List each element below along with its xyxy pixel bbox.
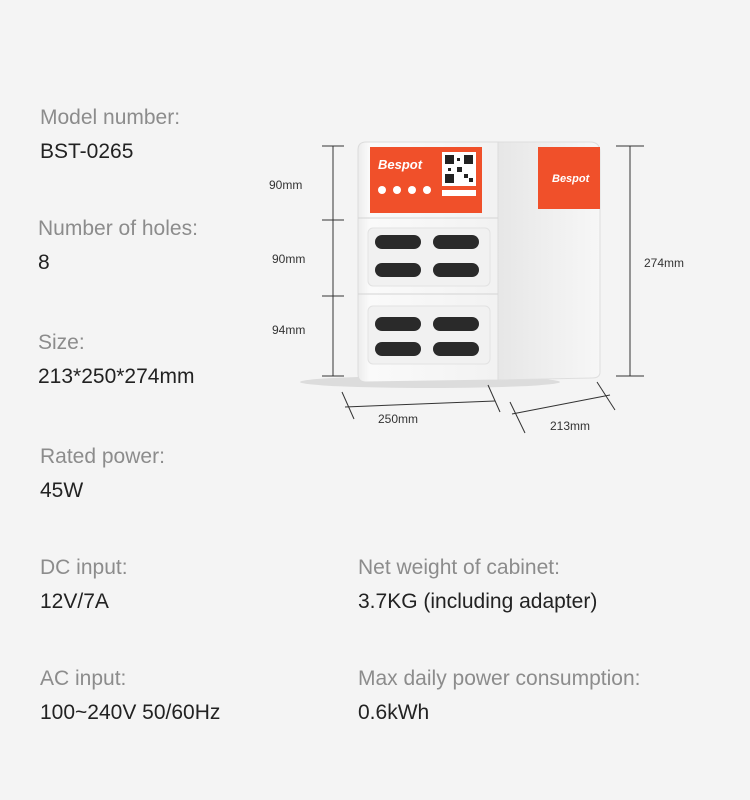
spec-consumption: Max daily power consumption: 0.6kWh: [358, 666, 640, 726]
product-illustration: Bespot Bespot: [269, 141, 684, 434]
spec-model-label: Model number:: [40, 106, 181, 129]
dim-top-section: 90mm: [269, 178, 302, 192]
step-icon: [408, 186, 416, 194]
cabinet-side: Bespot: [494, 141, 601, 381]
spec-holes: Number of holes: 8: [38, 216, 198, 276]
spec-power: Rated power: 45W: [40, 444, 165, 504]
step-icons: [378, 186, 431, 194]
step-icon: [423, 186, 431, 194]
charging-slot: [433, 235, 479, 249]
spec-size-label: Size:: [38, 331, 85, 354]
spec-ac: AC input: 100~240V 50/60Hz: [40, 666, 220, 726]
spec-size-value: 213*250*274mm: [38, 365, 195, 388]
spec-holes-value: 8: [38, 251, 50, 274]
spec-consumption-value: 0.6kWh: [358, 701, 430, 724]
spec-holes-label: Number of holes:: [38, 217, 198, 240]
spec-power-value: 45W: [40, 479, 84, 502]
side-brand-logo: Bespot: [552, 173, 591, 185]
spec-model: Model number: BST-0265: [40, 105, 180, 165]
front-brand-logo: Bespot: [378, 157, 423, 172]
spec-weight: Net weight of cabinet: 3.7KG (including …: [358, 555, 597, 615]
spec-weight-label: Net weight of cabinet:: [358, 556, 560, 579]
spec-dc: DC input: 12V/7A: [40, 555, 128, 615]
spec-consumption-label: Max daily power consumption:: [358, 667, 641, 690]
charging-slot: [433, 263, 479, 277]
charging-slot: [375, 235, 421, 249]
spec-dc-value: 12V/7A: [40, 590, 109, 613]
spec-model-value: BST-0265: [40, 140, 134, 163]
spec-weight-value: 3.7KG (including adapter): [358, 590, 598, 613]
spec-ac-label: AC input:: [40, 667, 127, 690]
dimension-right: [616, 145, 644, 377]
charging-slot: [433, 317, 479, 331]
cabinet-front: Bespot: [357, 141, 499, 383]
qr-code: [442, 152, 476, 196]
dim-width: 250mm: [378, 412, 418, 426]
step-icon: [378, 186, 386, 194]
dim-depth: 213mm: [550, 419, 590, 433]
dim-bottom-section: 94mm: [272, 323, 305, 337]
dim-middle-section: 90mm: [272, 252, 305, 266]
dimension-left: [322, 145, 344, 377]
dim-height: 274mm: [644, 256, 684, 270]
dimension-depth: [509, 381, 616, 434]
charging-slot: [433, 342, 479, 356]
spec-power-label: Rated power:: [40, 445, 165, 468]
charging-slot: [375, 317, 421, 331]
step-icon: [393, 186, 401, 194]
dimension-width: [341, 384, 501, 420]
side-brand-panel: [538, 147, 600, 209]
spec-size: Size: 213*250*274mm: [38, 330, 194, 390]
spec-ac-value: 100~240V 50/60Hz: [40, 701, 221, 724]
charging-slot: [375, 263, 421, 277]
charging-slot: [375, 342, 421, 356]
spec-dc-label: DC input:: [40, 556, 128, 579]
